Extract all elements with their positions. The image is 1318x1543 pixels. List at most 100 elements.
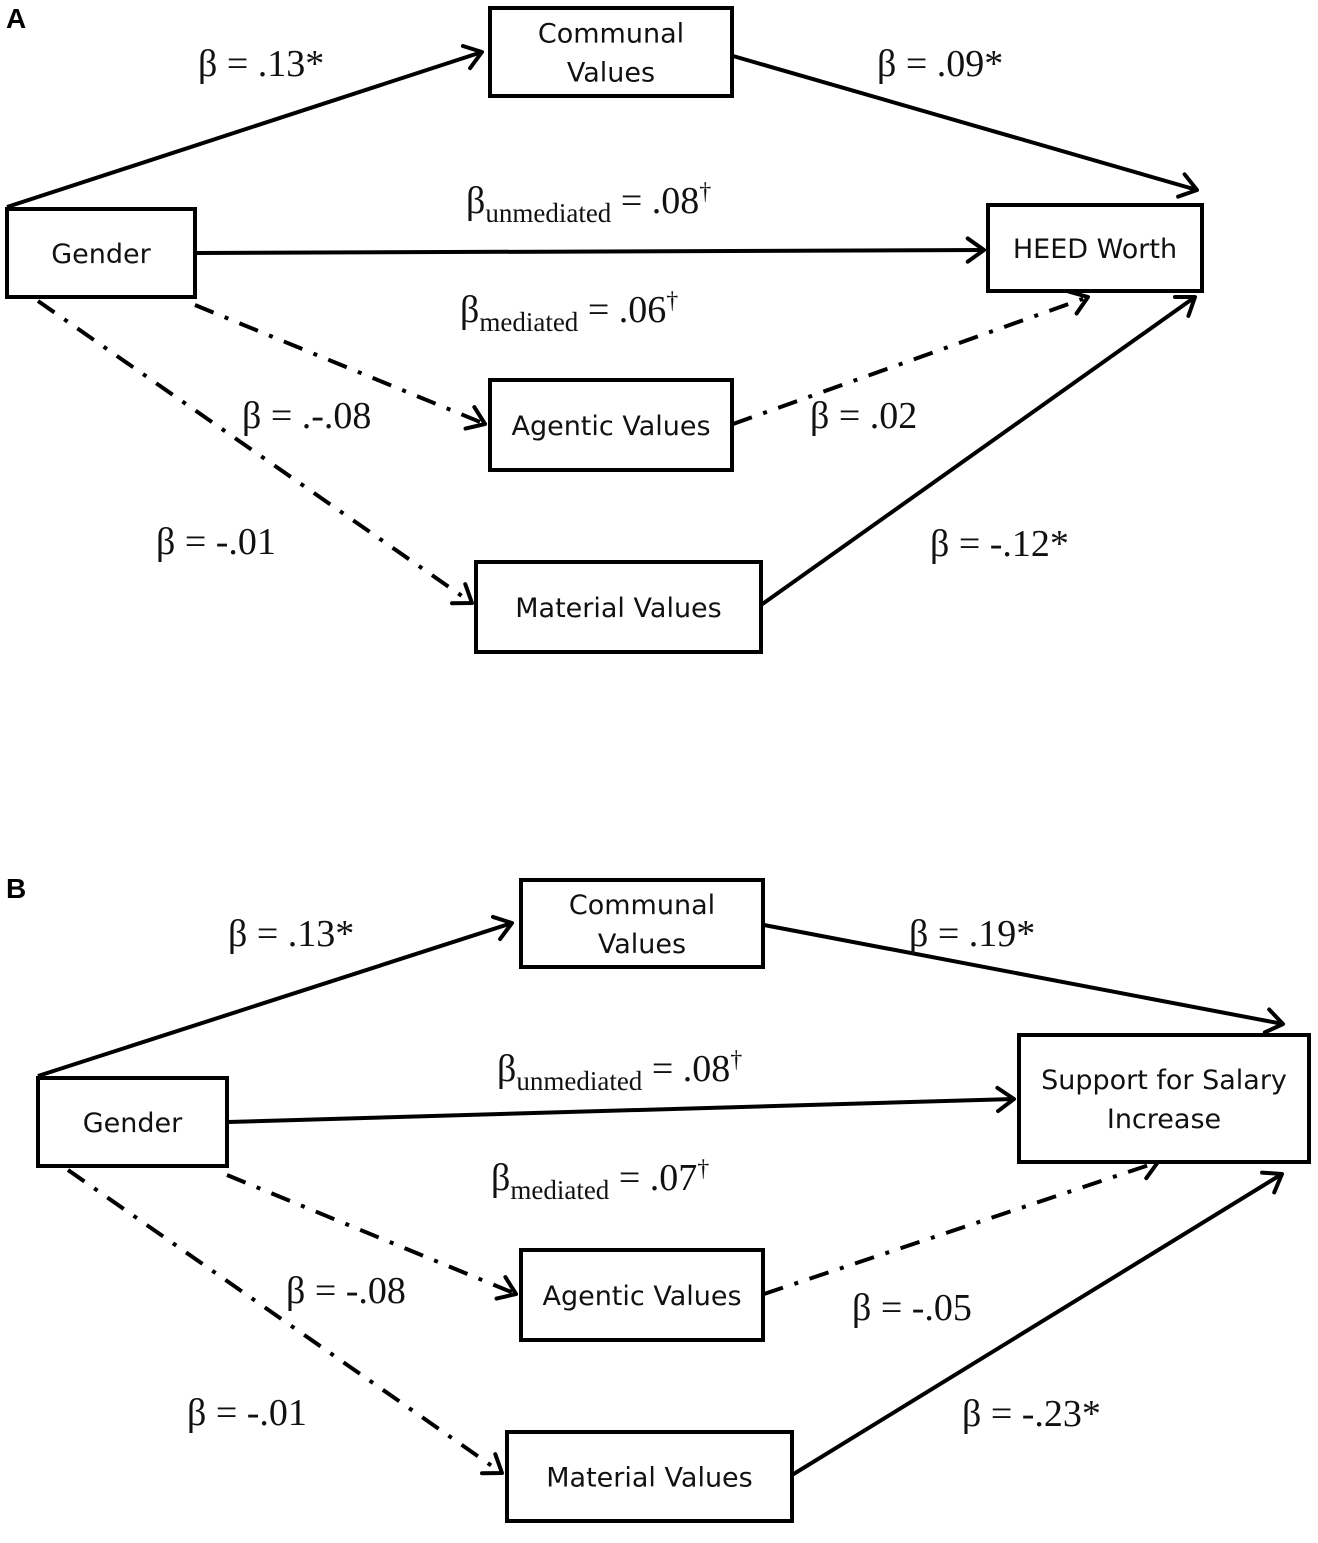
edge-gender-to-agentic — [226, 1173, 518, 1301]
edge-arrowhead — [494, 1275, 518, 1301]
beta-subscript: unmediated — [516, 1066, 642, 1096]
node-box — [488, 6, 734, 98]
node-label: Values — [598, 929, 686, 960]
edge-material-to-outcome — [790, 1170, 1284, 1477]
node-box — [986, 203, 1204, 293]
node-label: Material Values — [515, 593, 721, 624]
edge-arrowhead — [460, 44, 484, 71]
node-box — [36, 1076, 229, 1168]
beta-symbol: β — [466, 180, 485, 222]
edge-arrowhead — [1262, 1007, 1285, 1035]
edge-line — [226, 1173, 517, 1296]
node-label: Increase — [1107, 1104, 1221, 1135]
edge-gender-to-communal — [6, 44, 484, 209]
edge-gender-to-material — [66, 1168, 504, 1476]
edge-line — [227, 1097, 1015, 1124]
beta-value: = .08 — [611, 180, 699, 222]
coef-gender-to-material: β = -.01 — [156, 521, 276, 563]
node-box — [474, 560, 763, 654]
edge-line — [36, 299, 474, 605]
coef-direct-unmediated: βunmediated = .08† — [497, 1047, 742, 1096]
edge-gender-to-material — [36, 299, 474, 606]
edge-arrowhead — [1066, 289, 1090, 316]
edge-line — [37, 921, 513, 1078]
coef-direct-unmediated: βunmediated = .08† — [466, 179, 711, 228]
beta-superscript: † — [730, 1047, 742, 1073]
coef-communal-to-outcome: β = .09* — [877, 43, 1003, 85]
beta-subscript: mediated — [479, 307, 578, 337]
beta-value: = .08 — [642, 1048, 730, 1090]
beta-subscript: mediated — [510, 1175, 609, 1205]
coef-gender-to-communal: β = .13* — [228, 913, 354, 955]
node-agentic: Agentic Values — [519, 1248, 765, 1342]
coef-gender-to-agentic: β = .-.08 — [242, 395, 371, 437]
edge-line — [6, 50, 483, 209]
node-agentic: Agentic Values — [488, 378, 734, 472]
node-label: Agentic Values — [511, 411, 710, 442]
edge-arrowhead — [490, 914, 514, 942]
edge-arrowhead — [995, 1085, 1016, 1114]
node-gender: Gender — [5, 207, 197, 299]
edge-arrowhead — [1173, 294, 1197, 318]
coef-agentic-to-outcome: β = -.05 — [852, 1287, 972, 1329]
beta-value: = .06 — [578, 289, 666, 331]
edge-communal-to-outcome — [763, 923, 1285, 1035]
beta-symbol: β — [497, 1048, 516, 1090]
edge-material-to-outcome — [759, 294, 1197, 607]
node-label: Material Values — [546, 1463, 752, 1494]
edge-communal-to-outcome — [732, 54, 1199, 199]
coef-direct-mediated: βmediated = .06† — [460, 288, 678, 337]
coef-agentic-to-outcome: β = .02 — [810, 395, 917, 437]
coef-material-to-outcome: β = -.12* — [930, 523, 1069, 565]
node-label: HEED Worth — [1013, 234, 1177, 265]
beta-symbol: β — [460, 289, 479, 331]
edge-arrowhead — [1176, 172, 1199, 199]
node-label: Support for Salary — [1041, 1065, 1287, 1096]
beta-subscript: unmediated — [485, 198, 611, 228]
node-label: Agentic Values — [542, 1281, 741, 1312]
node-outcome: HEED Worth — [986, 203, 1204, 293]
panel-label: A — [6, 3, 26, 34]
node-box — [519, 878, 765, 969]
node-box — [519, 1248, 765, 1342]
node-box — [1017, 1033, 1311, 1164]
edge-line — [196, 248, 985, 255]
node-gender: Gender — [36, 1076, 229, 1168]
edge-line — [194, 303, 486, 426]
edge-agentic-to-outcome — [763, 1154, 1160, 1296]
edge-gender-to-outcome — [196, 236, 986, 264]
beta-superscript: † — [697, 1156, 709, 1182]
edge-gender-to-communal — [37, 914, 514, 1078]
edge-arrowhead — [965, 236, 986, 264]
panel-label: B — [6, 873, 26, 904]
beta-symbol: β — [491, 1157, 510, 1199]
node-box — [5, 207, 197, 299]
coef-material-to-outcome: β = -.23* — [962, 1393, 1101, 1435]
edge-line — [763, 923, 1284, 1026]
coef-direct-mediated: βmediated = .07† — [491, 1156, 709, 1205]
node-label: Gender — [51, 239, 151, 270]
node-label: Communal — [538, 19, 684, 50]
node-material: Material Values — [505, 1430, 794, 1523]
node-box — [488, 378, 734, 472]
edge-agentic-to-outcome — [732, 289, 1090, 426]
edge-arrowhead — [480, 1452, 504, 1476]
node-label: Values — [567, 58, 655, 89]
coef-gender-to-communal: β = .13* — [198, 43, 324, 85]
coef-gender-to-agentic: β = -.08 — [286, 1270, 406, 1312]
edge-line — [732, 295, 1089, 426]
node-box — [505, 1430, 794, 1523]
edge-line — [763, 1160, 1159, 1296]
coef-communal-to-outcome: β = .19* — [909, 913, 1035, 955]
node-material: Material Values — [474, 560, 763, 654]
edge-arrowhead — [450, 582, 474, 606]
node-label: Communal — [569, 890, 715, 921]
node-label: Gender — [83, 1108, 183, 1139]
beta-value: = .07 — [609, 1157, 697, 1199]
coef-gender-to-material: β = -.01 — [187, 1392, 307, 1434]
